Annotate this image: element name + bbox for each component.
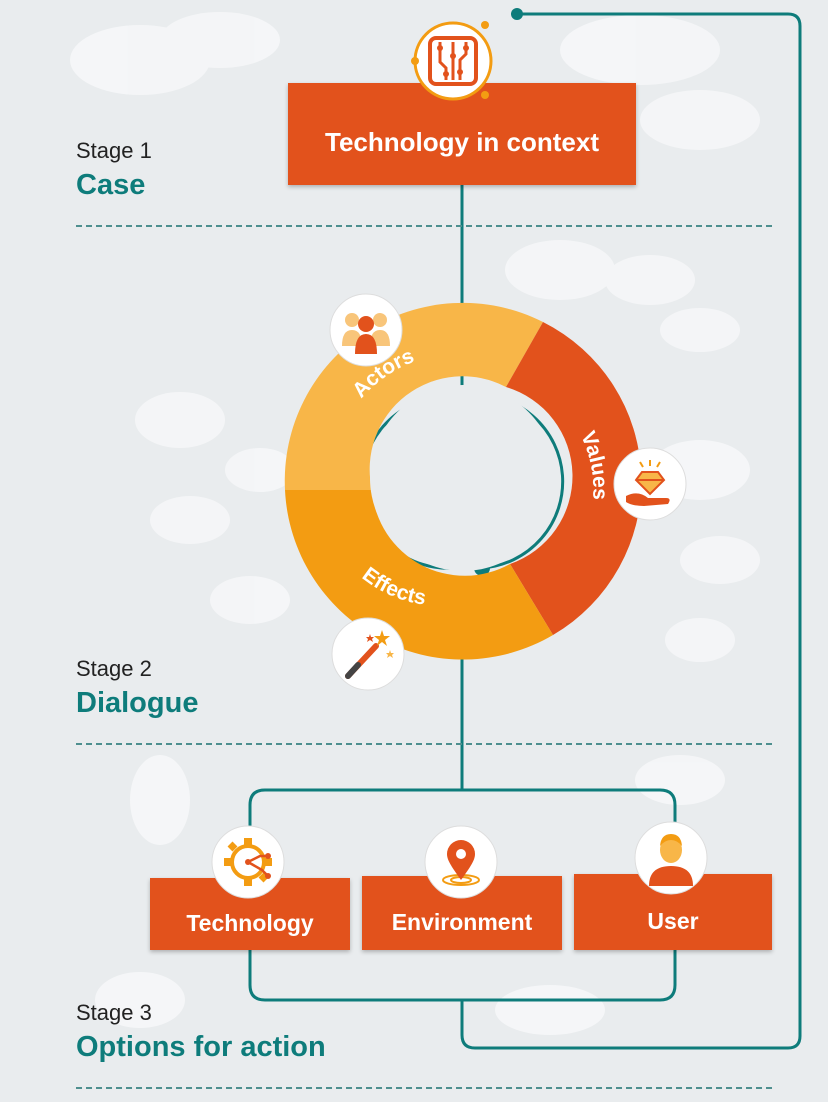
location-pin-icon	[423, 824, 499, 905]
stage-divider	[76, 1087, 772, 1089]
option-label: User	[647, 907, 699, 934]
stage-title: Case	[76, 169, 146, 201]
technology-option-box: Technology	[150, 878, 350, 950]
diamond-hand-icon	[612, 446, 688, 527]
stage-title: Dialogue	[76, 687, 199, 719]
stage-label: Stage 1	[76, 138, 152, 163]
context-box-label: Technology in context	[325, 126, 599, 157]
stage-title: Options for action	[76, 1031, 326, 1063]
stage-divider	[76, 225, 772, 227]
people-icon	[328, 292, 404, 373]
stage-2: Stage 2 Dialogue	[76, 656, 198, 720]
stage-label: Stage 2	[76, 656, 152, 681]
stage-divider	[76, 743, 772, 745]
gear-circuit-icon	[210, 824, 286, 905]
stage-3: Stage 3 Options for action	[76, 1000, 326, 1064]
option-label: Environment	[391, 908, 533, 935]
option-label: Technology	[186, 909, 314, 936]
magic-wand-icon	[330, 616, 406, 697]
values-segment	[506, 322, 642, 635]
user-icon	[633, 820, 709, 901]
environment-option-box: Environment	[362, 876, 562, 950]
circuit-icon	[410, 18, 496, 109]
stage-label: Stage 3	[76, 1000, 152, 1025]
stage-1: Stage 1 Case	[76, 138, 152, 202]
effects-segment	[285, 490, 553, 660]
technology-in-context-box: Technology in context	[288, 83, 636, 185]
